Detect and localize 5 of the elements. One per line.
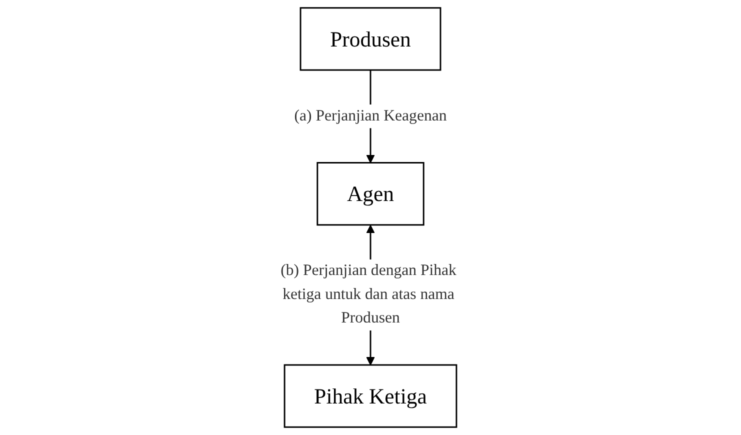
edge-label: (a) Perjanjian Keagenan [294,108,447,124]
node-box: Produsen [300,7,442,71]
edge-label: (b) Perjanjian dengan Pihak ketiga untuk dan atas nama Produsen [280,262,456,326]
node-box: Pihak Ketiga [284,364,458,428]
node-box: Agen [316,162,424,226]
